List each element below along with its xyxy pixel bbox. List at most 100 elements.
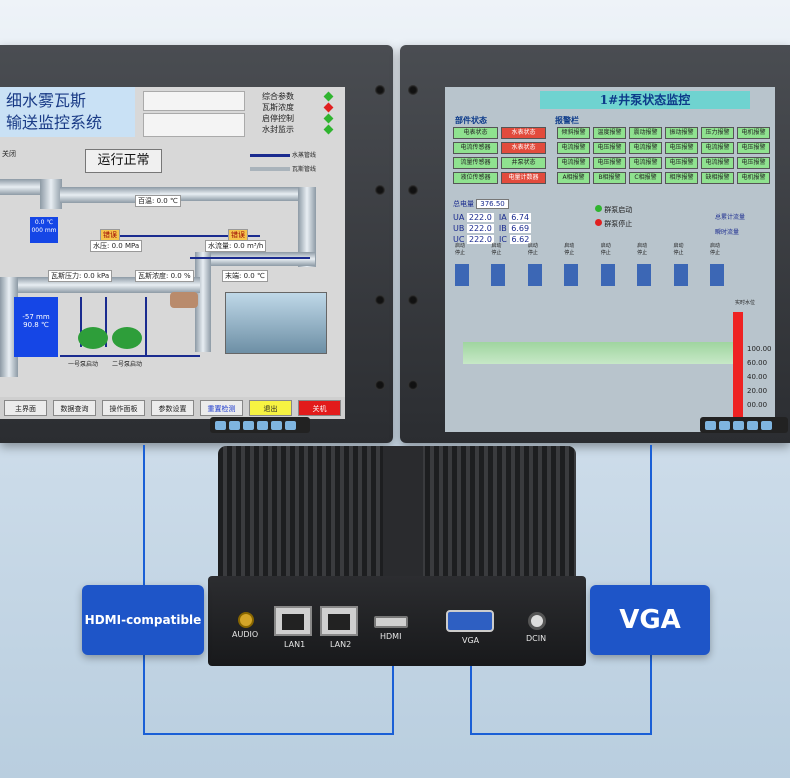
alarm-cell: 压力报警	[701, 127, 734, 139]
alarm-cell: 震动报警	[629, 127, 662, 139]
shutdown-button[interactable]: 关机	[298, 400, 341, 416]
pipe	[298, 187, 316, 267]
input-box	[143, 91, 245, 111]
pipe	[0, 277, 18, 377]
alarm-cell: 电流报警	[557, 142, 590, 154]
data-query-button[interactable]: 数据查询	[53, 400, 96, 416]
red-indicator-icon	[323, 102, 334, 113]
pipe	[200, 252, 315, 266]
group-start[interactable]: 群泵启动	[595, 205, 632, 215]
monitor-buttons[interactable]	[700, 417, 788, 433]
lan1-port	[274, 606, 312, 636]
pump-icon	[600, 264, 615, 286]
pump-icon	[455, 264, 469, 286]
reading-row: UC 222.0 IC 6.62	[453, 235, 532, 244]
green-indicator-icon	[323, 124, 334, 135]
alarm-cell: 电压报警	[665, 157, 698, 169]
valve-label: 关闭	[2, 150, 16, 158]
alarm-cell: 电流报警	[557, 157, 590, 169]
total-flow-label: 总累计流量	[715, 214, 746, 221]
gauge-label: 实时水位	[735, 300, 756, 306]
left-scada-screen: 细水雾瓦斯 输送监控系统 综合参数 瓦斯浓度 启停控制 水封监示 关闭 运行正常…	[0, 87, 345, 419]
generator-image	[225, 292, 327, 354]
alarm-cell: 倾斜报警	[557, 127, 590, 139]
legend-item: 启停控制	[262, 113, 334, 124]
monitor-buttons[interactable]	[210, 417, 310, 433]
pump1-label: 一号泵启动	[68, 361, 99, 368]
title-line-1: 细水雾瓦斯	[6, 91, 87, 110]
rack-hole	[408, 295, 418, 305]
water-line	[115, 235, 260, 237]
rack-hole	[375, 295, 385, 305]
status-cell: 电流传感器	[453, 142, 498, 154]
audio-port-icon	[238, 612, 254, 628]
settings-button[interactable]: 参数设置	[151, 400, 194, 416]
pump-icon	[527, 264, 542, 286]
bottom-toolbar: 主界面 数据查询 操作面板 参数设置 重置检测 退出 关机	[0, 397, 345, 419]
reading-row: UB 222.0 IB 6.69	[453, 224, 532, 233]
alarm-cell: 电压报警	[737, 157, 770, 169]
section-title: 部件状态	[455, 116, 487, 125]
water-line	[80, 297, 82, 347]
dcin-label: DCIN	[526, 634, 547, 643]
status-cell: 水表状态	[501, 127, 546, 139]
reset-button[interactable]: 重置检测	[200, 400, 243, 416]
hdmi-callout: HDMI-compatible	[82, 585, 204, 655]
alarm-grid: 倾斜报警 温度报警 震动报警 振动报警 压力报警 电机报警 电流报警 电压报警 …	[557, 127, 770, 184]
gas-concentration-tag: 瓦斯浓度: 0.0 %	[135, 270, 194, 282]
pipe	[160, 187, 310, 201]
pipe-legend-label: 水蒸管线	[292, 152, 317, 159]
water-level	[463, 342, 733, 364]
rack-hole	[375, 85, 385, 95]
gas-pressure-tag: 瓦斯压力: 0.0 kPa	[48, 270, 113, 282]
green-indicator-icon	[323, 113, 334, 124]
alarm-cell: 相序报警	[665, 172, 698, 184]
pump-unit: 启动停止	[455, 242, 475, 302]
water-tank: -57 mm 90.8 ℃	[14, 297, 58, 357]
operation-panel-button[interactable]: 操作面板	[102, 400, 145, 416]
exit-button[interactable]: 退出	[249, 400, 292, 416]
group-stop[interactable]: 群泵停止	[595, 219, 632, 229]
legend-item: 综合参数	[262, 91, 334, 102]
pump-unit: 启动停止	[600, 242, 621, 302]
rack-hole	[375, 185, 385, 195]
lan2-label: LAN2	[330, 640, 352, 649]
status-display: 运行正常	[85, 149, 162, 173]
pipe-legend-line	[250, 167, 290, 171]
pump-icon	[78, 327, 108, 349]
pump-icon	[709, 264, 724, 286]
front-panel: AUDIO LAN1 LAN2 HDMI VGA DCIN	[208, 576, 586, 666]
alarm-cell: 电流报警	[629, 142, 662, 154]
alarm-title: 报警栏	[555, 116, 579, 125]
pump-unit: 启动停止	[564, 242, 584, 302]
water-line	[60, 355, 200, 357]
title-line-2: 输送监控系统	[6, 113, 103, 132]
status-cell: 液位传感器	[453, 172, 498, 184]
tail-temp-tag: 末端: 0.0 ℃	[222, 270, 268, 282]
rack-hole	[408, 85, 418, 95]
alarm-cell: 电机报警	[737, 127, 770, 139]
scada-title: 细水雾瓦斯 输送监控系统	[0, 87, 135, 137]
legend-item: 水封监示	[262, 124, 334, 135]
tank-temp: 90.8 ℃	[23, 321, 49, 329]
rack-hole	[375, 380, 385, 390]
pump-icon	[637, 264, 652, 286]
right-monitor: 1#井泵状态监控 部件状态 报警栏 电表状态 水表状态 电流传感器 水表状态 流…	[400, 45, 790, 443]
alarm-cell: C相报警	[629, 172, 662, 184]
vga-callout: VGA	[590, 585, 710, 655]
rack-hole	[408, 380, 418, 390]
input-box	[143, 113, 245, 137]
alarm-cell: 电机报警	[737, 172, 770, 184]
pump-unit: 启动停止	[673, 242, 694, 302]
water-gauge	[733, 312, 743, 422]
alarm-cell: A相报警	[557, 172, 590, 184]
cable-line	[392, 636, 394, 735]
home-button[interactable]: 主界面	[4, 400, 47, 416]
cable-line	[650, 445, 652, 585]
vga-port	[446, 610, 494, 632]
pump-icon	[564, 264, 579, 286]
pump-unit: 启动停止	[709, 242, 730, 302]
small-tank: 0.0 ℃ 000 mm	[30, 217, 58, 243]
scada-title: 1#井泵状态监控	[540, 91, 750, 109]
